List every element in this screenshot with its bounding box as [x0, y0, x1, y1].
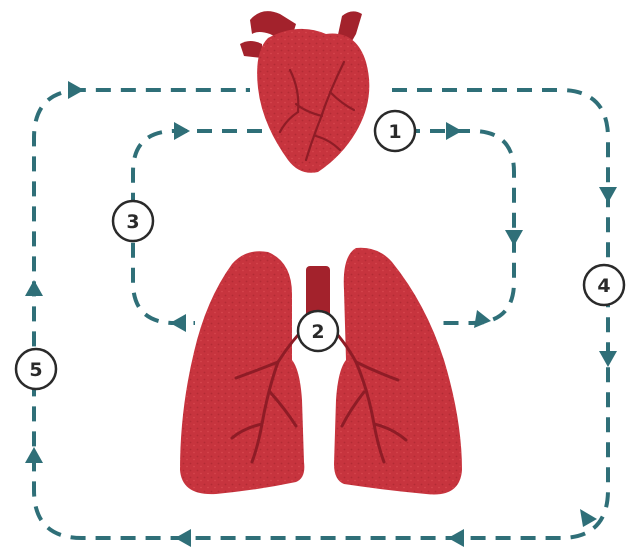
right-lung — [334, 248, 462, 495]
lungs-icon — [180, 248, 462, 495]
step-label-2: 2 — [298, 311, 338, 351]
arrow-outer-left-upper — [25, 280, 43, 296]
step-label-1: 1 — [375, 111, 415, 151]
step-label-3: 3 — [113, 201, 153, 241]
left-lung — [180, 251, 304, 494]
arrow-outer-right-upper — [599, 187, 617, 203]
heart-vessel-stub — [240, 41, 262, 58]
arrow-inner-right — [505, 230, 523, 246]
step-label-4: 4 — [584, 265, 624, 305]
arrow-outer-bottom-mid — [448, 529, 464, 547]
arrow-outer-bottom-left — [175, 529, 191, 547]
step-label-1-text: 1 — [388, 121, 401, 143]
arrow-outer-right-lower — [599, 351, 617, 367]
arrow-inner-bottom-left — [170, 314, 186, 332]
step-label-3-text: 3 — [126, 211, 139, 233]
step-label-2-text: 2 — [311, 321, 324, 343]
inner-flow-path-right — [405, 131, 514, 323]
arrow-inner-top-right — [446, 122, 462, 140]
arrow-inner-bottom-right — [474, 310, 491, 328]
heart-icon — [240, 11, 369, 173]
step-label-4-text: 4 — [597, 275, 610, 297]
arrow-outer-left-lower — [25, 447, 43, 463]
arrow-outer-top-left — [68, 81, 84, 99]
step-label-5: 5 — [16, 349, 56, 389]
step-label-5-text: 5 — [29, 359, 42, 381]
arrow-inner-top-left — [174, 122, 190, 140]
heart-body — [257, 29, 369, 173]
arrow-outer-bottom-right — [580, 509, 597, 527]
